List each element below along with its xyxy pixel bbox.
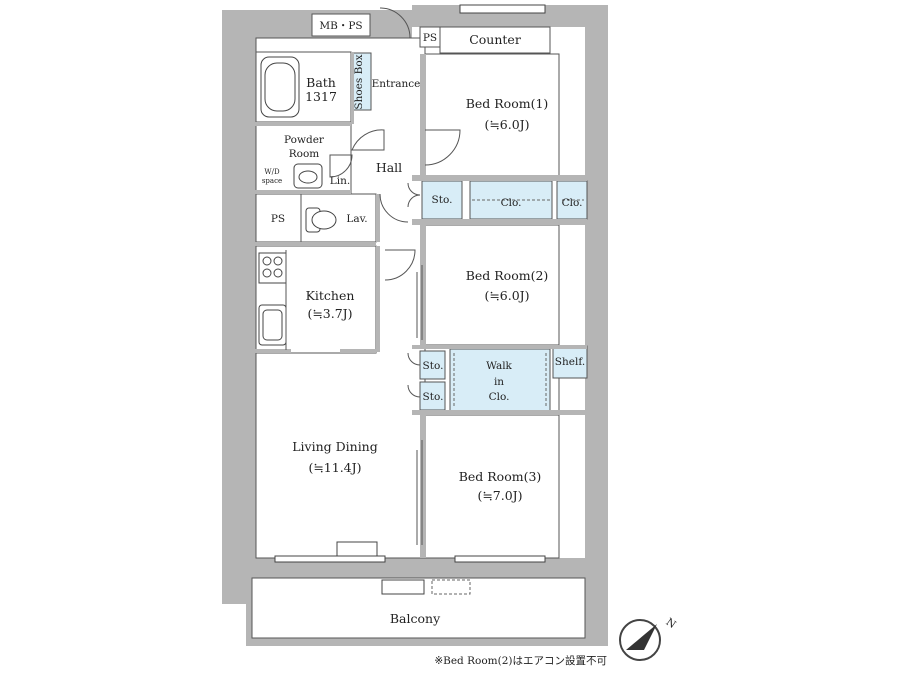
compass-needle-icon (626, 624, 657, 650)
shoes-box-label: Shoes Box (353, 54, 365, 109)
bath-size-label: 1317 (305, 89, 337, 104)
fixtures (258, 56, 337, 350)
entrance-label: Entrance (372, 78, 421, 90)
bath-label: Bath (306, 75, 336, 90)
wd-space-label-1: W/D (264, 168, 280, 176)
hall-label: Hall (376, 160, 402, 175)
storage-3-label: Sto. (423, 391, 444, 403)
outer-walls (222, 5, 608, 646)
bed-room-1-size-label: (≒6.0J) (484, 117, 529, 132)
closet-2-label: Clo. (562, 197, 583, 209)
walk-in-closet-label-2: in (494, 376, 504, 388)
linen-label: Lin. (330, 175, 350, 187)
mb-ps-label: MB・PS (319, 20, 362, 32)
walk-in-closet-label-3: Clo. (489, 391, 510, 403)
kitchen-label: Kitchen (306, 288, 355, 303)
compass-north-label: N (664, 616, 678, 631)
stove-icon (258, 252, 287, 284)
closet-1-label: Clo. (501, 197, 522, 209)
room-labels: MB・PS PS Counter Bath 1317 Shoes Box Ent… (262, 20, 585, 626)
interior-walls (251, 52, 587, 558)
shelf-label: Shelf. (555, 356, 585, 368)
storage-1-label: Sto. (432, 194, 453, 206)
bed-room-2-label: Bed Room(2) (466, 268, 549, 283)
door-swings (329, 7, 461, 398)
closet-rails (453, 199, 584, 408)
bed-room-3-size-label: (≒7.0J) (477, 488, 522, 503)
windows (274, 4, 546, 595)
room-fills (251, 13, 586, 639)
powder-room-label-1: Powder (284, 134, 325, 146)
balcony-label: Balcony (390, 611, 441, 626)
counter-label: Counter (469, 32, 521, 47)
bed-room-2-size-label: (≒6.0J) (484, 288, 529, 303)
compass: N (619, 616, 678, 661)
bed-room-3-label: Bed Room(3) (459, 469, 542, 484)
living-dining-label: Living Dining (292, 439, 378, 454)
lavatory-label: Lav. (346, 213, 367, 225)
wd-space-label-2: space (262, 177, 282, 185)
walk-in-closet-label-1: Walk (486, 360, 512, 372)
storage-areas (352, 52, 588, 412)
powder-room-label-2: Room (289, 148, 320, 160)
ps-mid-label: PS (271, 213, 285, 225)
storage-2-label: Sto. (423, 360, 444, 372)
note-text: ※Bed Room(2)はエアコン設置不可 (434, 654, 607, 667)
ps-top-label: PS (423, 32, 437, 44)
kitchen-size-label: (≒3.7J) (307, 306, 352, 321)
living-dining-size-label: (≒11.4J) (308, 460, 361, 475)
bed-room-1-label: Bed Room(1) (466, 96, 549, 111)
